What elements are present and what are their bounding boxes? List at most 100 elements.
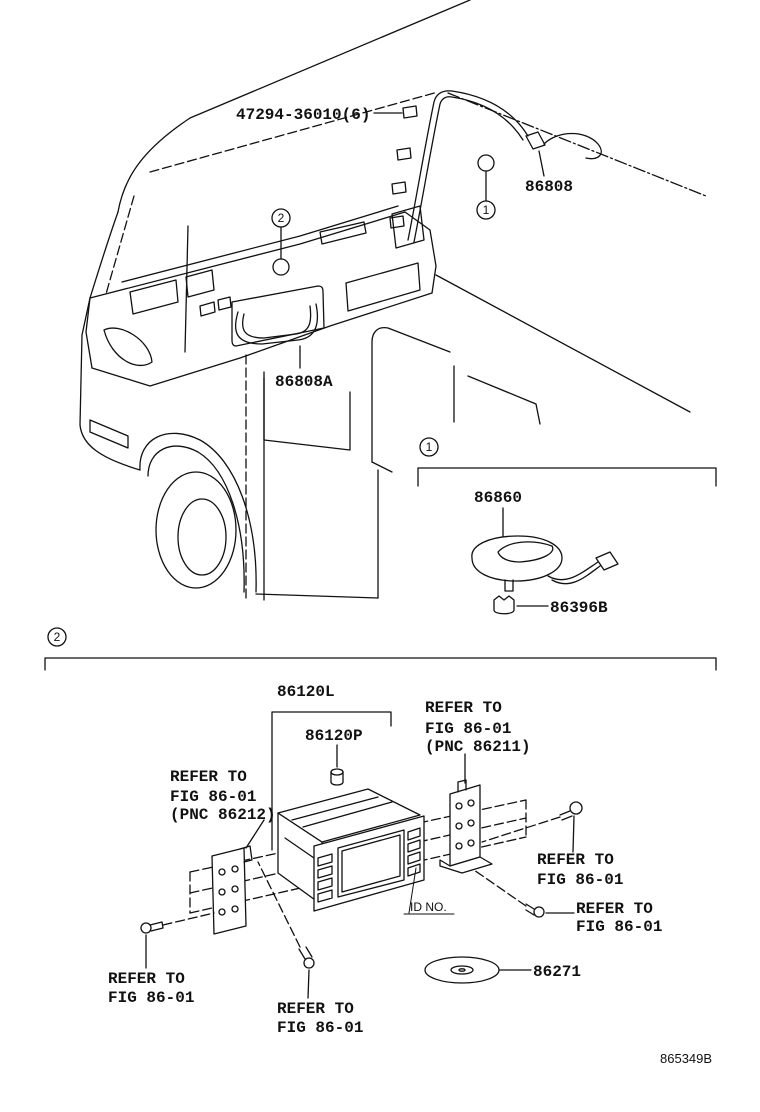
dashboard bbox=[85, 205, 437, 387]
antenna-cable-b bbox=[551, 565, 601, 585]
steering-wheel bbox=[103, 327, 153, 367]
slide-door-window bbox=[371, 326, 451, 463]
front-door-window bbox=[263, 371, 351, 451]
section-1-number: 1 bbox=[426, 440, 433, 454]
antenna-cord-line-a bbox=[407, 90, 529, 241]
antenna-cord-leader bbox=[538, 150, 545, 177]
id-no-leader bbox=[408, 867, 417, 914]
clip bbox=[391, 181, 407, 195]
reference-line: FIG 86-01 bbox=[425, 720, 511, 738]
bracket-hole bbox=[231, 905, 239, 913]
reference-line: (PNC 86212) bbox=[170, 806, 276, 824]
antenna-stud bbox=[504, 579, 514, 592]
antenna-base bbox=[471, 535, 563, 582]
roof-front-edge bbox=[117, 0, 471, 213]
section-2 bbox=[44, 627, 717, 999]
roof-callout-number: 1 bbox=[483, 203, 490, 217]
wire-harness bbox=[234, 303, 319, 345]
right-lower-screw-shaft bbox=[525, 903, 535, 916]
bracket-hole bbox=[467, 819, 475, 827]
clip bbox=[389, 215, 405, 229]
bracket-hole bbox=[231, 885, 239, 893]
bottom-screw-reference: REFER TO FIG 86-01 bbox=[277, 1000, 363, 1037]
left-screw-path bbox=[162, 912, 215, 926]
antenna-cord-line-b bbox=[413, 96, 524, 243]
bracket-hole bbox=[467, 799, 475, 807]
instrument-opening-right bbox=[185, 269, 215, 298]
left-bracket bbox=[211, 845, 253, 935]
right-bracket-flange bbox=[439, 856, 493, 874]
reference-line: (PNC 86211) bbox=[425, 738, 531, 756]
section-1 bbox=[417, 437, 717, 615]
dash-face-bottom bbox=[91, 292, 433, 387]
right-lower-screw-path bbox=[473, 869, 527, 907]
right-bracket-reference: REFER TO FIG 86-01 (PNC 86211) bbox=[425, 699, 531, 756]
left-bracket-reference: REFER TO FIG 86-01 (PNC 86212) bbox=[170, 768, 276, 824]
left-screw-reference: REFER TO FIG 86-01 bbox=[108, 970, 194, 1007]
antenna-cord bbox=[407, 90, 602, 243]
antenna-cable-a bbox=[547, 561, 599, 581]
left-screw-shaft bbox=[149, 921, 164, 932]
front-lamp bbox=[89, 419, 129, 449]
receiver-screen bbox=[337, 829, 405, 898]
right-lower-screw-reference: REFER TO FIG 86-01 bbox=[576, 900, 662, 936]
dash-right-end bbox=[404, 211, 437, 294]
knob-part-number: 86120P bbox=[305, 727, 363, 745]
switch-block bbox=[199, 296, 232, 317]
reference-line: REFER TO bbox=[576, 900, 653, 918]
bracket-hole bbox=[455, 822, 463, 830]
instrument-opening-left bbox=[129, 279, 179, 315]
left-bracket-plate bbox=[211, 847, 247, 935]
knob bbox=[330, 768, 344, 786]
reference-line: REFER TO bbox=[537, 851, 614, 869]
front-tire bbox=[155, 471, 237, 589]
reference-line: REFER TO bbox=[108, 970, 185, 988]
dash-vent bbox=[319, 221, 367, 245]
slide-door-line bbox=[371, 461, 393, 473]
roof-antenna-location bbox=[477, 154, 495, 172]
antenna-cord-part-number: 86808 bbox=[525, 178, 573, 196]
antenna-cord-connector bbox=[525, 131, 546, 150]
belt-line bbox=[435, 274, 691, 413]
bottom-screw-head bbox=[303, 957, 315, 969]
leader-lines bbox=[145, 711, 575, 999]
bracket-hole bbox=[467, 839, 475, 847]
wire-harness-part-number: 86808A bbox=[275, 373, 333, 391]
left-screw-head bbox=[140, 922, 152, 934]
disc-hole bbox=[458, 968, 466, 972]
diagram-code: 865349B bbox=[660, 1051, 712, 1066]
bottom-screw-shaft bbox=[298, 946, 313, 960]
reference-line: FIG 86-01 bbox=[170, 788, 256, 806]
bracket-hole bbox=[218, 868, 226, 876]
bottom-screw-path bbox=[257, 861, 301, 948]
reference-line: FIG 86-01 bbox=[537, 871, 623, 889]
steering-column bbox=[184, 225, 189, 353]
receiver-right-buttons bbox=[407, 827, 421, 877]
disc bbox=[424, 956, 500, 984]
right-upper-screw-reference: REFER TO FIG 86-01 bbox=[537, 851, 623, 889]
wheel-arch-inner bbox=[147, 445, 245, 593]
bracket-hole bbox=[218, 888, 226, 896]
bracket-hole bbox=[455, 802, 463, 810]
roof-callout-circle bbox=[476, 200, 496, 220]
right-upper-screw-path bbox=[481, 816, 561, 843]
rocker-line bbox=[255, 593, 379, 599]
dash-callout-number: 2 bbox=[278, 211, 285, 225]
antenna-connector bbox=[595, 551, 619, 571]
antenna-cord-tail bbox=[543, 132, 602, 160]
cord-clips bbox=[389, 105, 418, 229]
knob-top bbox=[330, 768, 344, 776]
right-upper-screw-shaft bbox=[559, 810, 573, 821]
roof-antenna bbox=[471, 535, 619, 592]
windshield-top-edge bbox=[149, 91, 439, 173]
radio-receiver bbox=[277, 788, 425, 912]
wheel-arch-outer bbox=[139, 432, 257, 593]
right-bracket-tab bbox=[457, 779, 467, 793]
radio-opening bbox=[231, 285, 325, 347]
bracket-hole bbox=[218, 908, 226, 916]
clip bbox=[396, 147, 412, 161]
glovebox bbox=[345, 262, 421, 312]
receiver-part-number: 86120L bbox=[277, 683, 335, 701]
dash-defroster-edge bbox=[121, 205, 399, 283]
left-bracket-tab bbox=[239, 845, 253, 863]
